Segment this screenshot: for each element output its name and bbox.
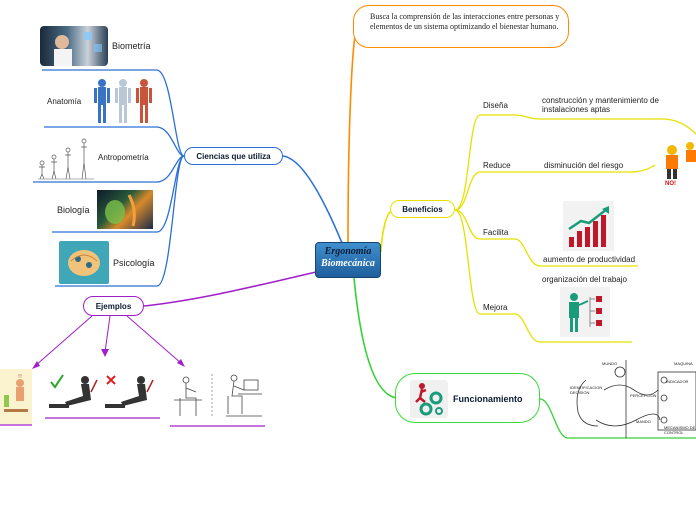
safety-badge-text: NO! [665, 181, 676, 187]
beneficio-facilita-detail: aumento de productividad [543, 255, 636, 264]
beneficios-node[interactable]: Beneficios [390, 200, 455, 218]
beneficio-reduce-detail: disminución del riesgo [544, 161, 624, 170]
beneficio-facilita: Facilita [483, 228, 509, 237]
biologia-image [97, 190, 153, 229]
organization-icon [560, 287, 610, 337]
funcionamiento-label: Funcionamiento [453, 394, 523, 404]
antropometria-image [36, 136, 96, 180]
arrowhead-2 [101, 349, 109, 357]
biometria-image [40, 26, 108, 66]
anatomia-image [90, 77, 156, 125]
diagram-label-mecanismo: MECANISMO DE CONTROL [664, 425, 696, 435]
beneficio-reduce: Reduce [483, 161, 511, 170]
process-gears-icon [410, 380, 448, 418]
diagram-label-percepcion: PERCEPCION [630, 393, 657, 398]
arrow-ejemplo-3 [126, 315, 183, 365]
connector-psicologia [55, 155, 185, 287]
connector-disena-detail [514, 114, 696, 135]
connector-facilita [454, 209, 515, 240]
ciencia-anatomia: Anatomía [47, 97, 82, 106]
arrow-ejemplo-1 [34, 315, 93, 367]
ejemplo-driving-image [47, 372, 157, 415]
ciencias-label: Ciencias que utiliza [196, 152, 271, 161]
connector-facilita-detail [514, 238, 638, 267]
safety-workers-image: NO! [658, 138, 696, 190]
man-machine-diagram: MUNDO MAQUINA INDICADOR IDENTIFICACION D… [568, 360, 696, 438]
beneficio-mejora-detail: organización del trabajo [542, 275, 627, 284]
connector-ejemplos [143, 271, 317, 307]
diagram-label-mando: MANDO [636, 419, 651, 424]
connector-anatomia [44, 126, 185, 157]
connector-reduce [454, 171, 515, 211]
top-note-text: Busca la comprensión de las interaccione… [370, 12, 560, 32]
diagram-label-maquina: MAQUINA [674, 361, 693, 366]
productivity-chart-icon [563, 201, 614, 251]
ciencia-biometria: Biometría [112, 41, 151, 51]
ejemplo-posture-image: !! [0, 369, 32, 424]
ciencia-biologia: Biología [57, 205, 90, 215]
connector-mejora-detail [514, 313, 632, 343]
beneficios-label: Beneficios [402, 205, 443, 214]
connector-funcionamiento [353, 277, 398, 399]
connector-beneficios [380, 209, 394, 253]
psicologia-image [59, 241, 109, 284]
central-topic[interactable]: Ergonomía Biomecánica [315, 242, 381, 278]
central-line-1: Ergonomía [324, 246, 372, 257]
arrow-ejemplo-2 [104, 315, 111, 353]
connector-top-note [347, 25, 358, 244]
funcionamiento-node[interactable]: Funcionamiento [395, 373, 540, 423]
ejemplo-workstation-image [172, 370, 264, 422]
ciencias-node[interactable]: Ciencias que utiliza [184, 147, 283, 165]
connector-biometria [42, 69, 185, 157]
connector-disena [454, 114, 515, 211]
connector-reduce-detail [515, 164, 656, 173]
beneficio-mejora: Mejora [483, 303, 508, 312]
connector-ciencias [282, 155, 343, 244]
ejemplos-label: Ejemplos [95, 302, 132, 311]
ciencia-antropometria: Antropometría [98, 153, 149, 162]
connector-func-diagram [539, 398, 696, 439]
diagram-label-identificacion: IDENTIFICACION DECISION [570, 385, 603, 395]
beneficio-disena: Diseña [483, 101, 508, 110]
svg-text:!!: !! [18, 374, 22, 380]
connector-mejora [454, 209, 515, 315]
ejemplos-node[interactable]: Ejemplos [83, 296, 144, 316]
central-line-2: Biomecánica [321, 258, 375, 269]
ciencia-psicologia: Psicología [113, 258, 155, 268]
beneficio-disena-detail: construcción y mantenimiento de instalac… [542, 96, 659, 115]
diagram-label-mundo: MUNDO [602, 361, 618, 366]
diagram-label-indicador: INDICADOR [666, 379, 689, 384]
top-note[interactable]: Busca la comprensión de las interaccione… [353, 5, 569, 48]
arrowhead-3 [177, 359, 185, 367]
arrowhead-1 [32, 361, 40, 369]
